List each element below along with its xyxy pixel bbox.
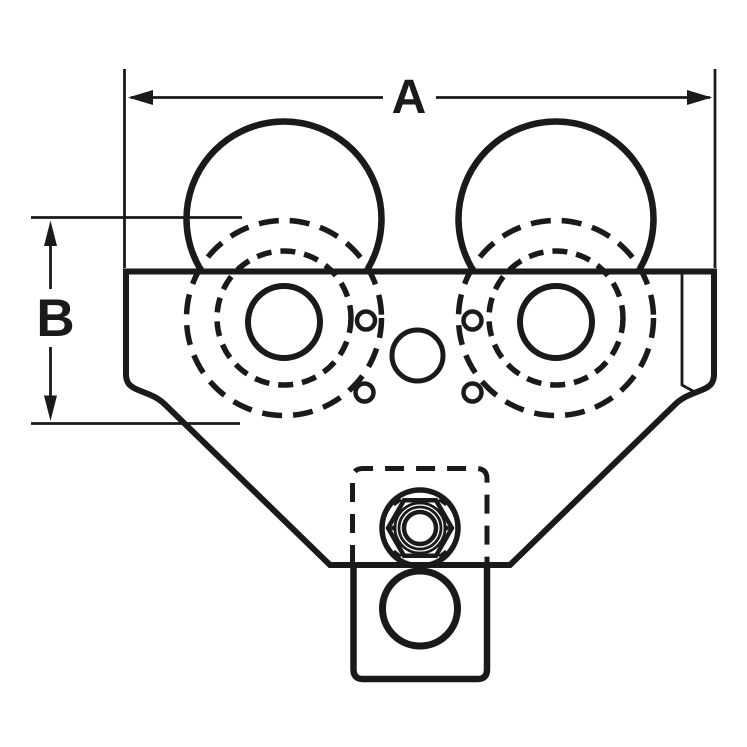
rivet-hole [353, 381, 376, 404]
center-pivot-hole [389, 327, 446, 384]
rivet-holes [353, 309, 484, 404]
left-wheel-visible-rim-arc [183, 118, 385, 271]
nut-corner-chamfer-mark [443, 523, 451, 533]
nut-corner-chamfer-mark [389, 523, 397, 533]
rivet-hole [461, 309, 484, 332]
arrowhead-up-icon [44, 220, 57, 246]
nut-corner-chamfer-mark [393, 549, 402, 558]
arrowhead-left-icon [128, 90, 153, 105]
nut-corner-chamfer-mark [393, 498, 402, 507]
dimension-b: B [31, 216, 242, 425]
rivet-hole [461, 381, 484, 404]
left-wheel-tread-hidden-circle [214, 248, 354, 388]
right-wheel-visible-rim-arc [455, 118, 657, 271]
shackle-lug-outline [350, 565, 491, 683]
trolley-body-outline [123, 268, 717, 568]
left-wheel-hidden-outline-circle [183, 217, 385, 419]
shackle-lug [350, 565, 491, 683]
dimension-a: A [123, 69, 717, 268]
nut-chamfer-ring-inner [397, 505, 443, 551]
trolley-body [123, 268, 717, 568]
hex-nut [379, 487, 461, 569]
dimension-b-label: B [36, 289, 74, 348]
right-wheel-axle-bore [517, 283, 595, 361]
right-wheel-hidden-outline-circle [455, 217, 657, 419]
nut-boss-circle [379, 487, 461, 569]
arrowhead-right-icon [687, 90, 712, 105]
right-wheel [455, 118, 657, 419]
left-wheel-axle-bore [245, 283, 323, 361]
nut-hexagon [385, 498, 455, 558]
rivet-hole [354, 309, 378, 332]
nut-thread-bore [401, 509, 439, 547]
nut-housing-hidden-outline [350, 466, 490, 564]
right-side-plate-inner-edge [680, 274, 699, 395]
nut-corner-chamfer-mark [438, 549, 447, 558]
left-wheel [183, 118, 385, 419]
shackle-lug-hole [379, 567, 461, 650]
right-wheel-tread-hidden-circle [486, 248, 626, 388]
nut-corner-chamfer-mark [438, 498, 447, 507]
dimension-a-label: A [392, 71, 427, 124]
arrowhead-down-icon [44, 395, 57, 421]
